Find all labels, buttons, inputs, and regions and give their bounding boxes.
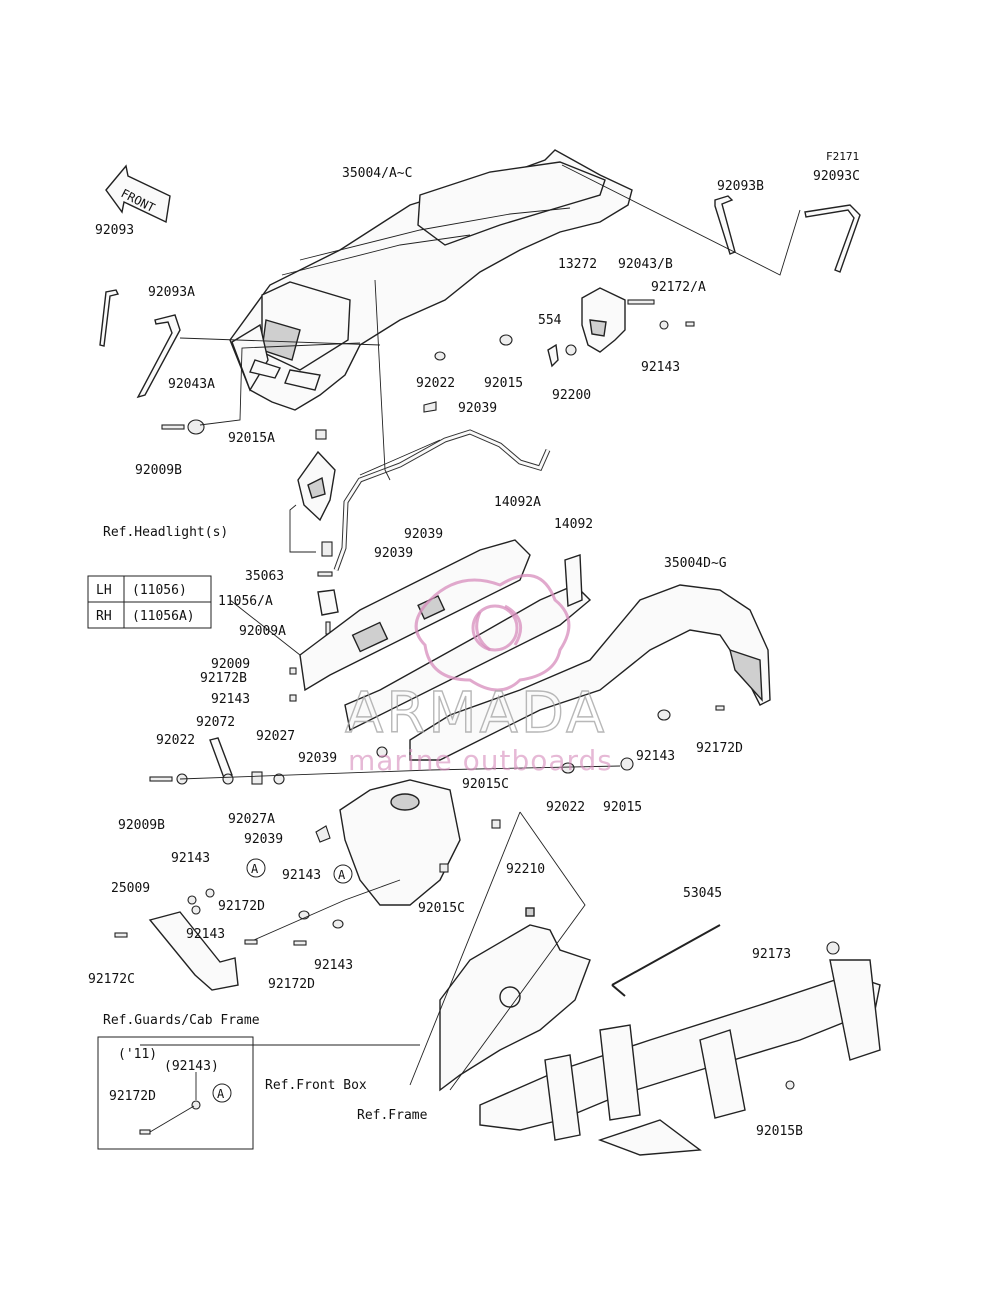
callout-label: 92200 (552, 388, 591, 403)
trim-strip-92093b (714, 195, 736, 255)
callout-label: 92009 (211, 657, 250, 672)
callout-label: Ref.Front Box (265, 1078, 367, 1093)
bracket-13272 (547, 287, 695, 368)
callout-label: 92143 (211, 692, 250, 707)
callout-label: Ref.Guards/Cab Frame (103, 1013, 260, 1028)
middle-hardware (149, 667, 725, 873)
callout-label: 92172D (109, 1089, 156, 1104)
front-hood-panel (229, 149, 633, 411)
callout-label: 92039 (404, 527, 443, 542)
callout-label: 92022 (156, 733, 195, 748)
watermark-tagline: marine outboards (348, 744, 613, 777)
callout-label: 92009A (239, 624, 286, 639)
callout-label: 35004D~G (664, 556, 727, 571)
inset-part-ref: (92143) (164, 1059, 219, 1074)
side-table: LH (11056) RH (11056A) (87, 575, 212, 629)
callout-label: 92015A (228, 431, 275, 446)
headlight-bracket (297, 450, 339, 635)
callout-label: 92172B (200, 671, 247, 686)
front-arrow-icon: FRONT (105, 164, 171, 224)
lower-side-panel (339, 779, 461, 906)
callout-label: 25009 (111, 881, 150, 896)
callout-label: 92093C (813, 169, 860, 184)
callout-label: Ref.Frame (357, 1108, 428, 1123)
callout-label: 92143 (641, 360, 680, 375)
callout-label: 14092A (494, 495, 541, 510)
front-box (439, 907, 591, 1092)
callout-label: Ref.Headlight(s) (103, 525, 228, 540)
trim-strip-92093 (99, 289, 120, 347)
callout-label: 92093B (717, 179, 764, 194)
callout-label: 92039 (244, 832, 283, 847)
callout-label: 92143 (282, 868, 321, 883)
watermark-brand: ARMADA (345, 681, 607, 746)
callout-label: 92172D (218, 899, 265, 914)
callout-label: 92043/B (618, 257, 673, 272)
callout-label: 92172D (268, 977, 315, 992)
inset-marker: A (217, 1087, 225, 1101)
callout-label: 92015B (756, 1124, 803, 1139)
callout-label: 92039 (298, 751, 337, 766)
frame-assembly (479, 924, 881, 1156)
figure-code: F2171 (826, 150, 859, 163)
fender-35004d (409, 584, 771, 761)
callout-label: 92093 (95, 223, 134, 238)
callout-label: 14092 (554, 517, 593, 532)
side-table-part: (11056) (132, 583, 187, 598)
inset-year: ('11) (118, 1047, 157, 1062)
inset-2011: ('11) (92143) A (97, 1036, 254, 1150)
guard-hardware (114, 888, 344, 991)
marker-label: A (251, 862, 259, 876)
callout-label: 92027 (256, 729, 295, 744)
callout-label: 92015 (484, 376, 523, 391)
callout-label: 92143 (636, 749, 675, 764)
callout-label: 92173 (752, 947, 791, 962)
callout-label: 35004/A~C (342, 166, 412, 181)
callout-label: 92009B (118, 818, 165, 833)
trim-strip-92093c (804, 204, 861, 273)
callout-label: 92143 (314, 958, 353, 973)
callout-label: 13272 (558, 257, 597, 272)
callout-label: 92022 (546, 800, 585, 815)
trim-strip-92093a (136, 314, 181, 399)
callout-label: 92039 (458, 401, 497, 416)
callout-label: 92143 (186, 927, 225, 942)
callout-label: 92039 (374, 546, 413, 561)
callout-label: 554 (538, 313, 562, 328)
callout-label: 35063 (245, 569, 284, 584)
side-panel-14092 (344, 554, 592, 732)
side-table-part: (11056A) (132, 609, 195, 624)
callout-label: 92210 (506, 862, 545, 877)
side-table-side: RH (96, 609, 112, 624)
support-bar-35063 (333, 429, 551, 571)
callout-label: 92022 (416, 376, 455, 391)
marker-label: A (338, 868, 346, 882)
callout-label: 53045 (683, 886, 722, 901)
callout-label: 92143 (171, 851, 210, 866)
callout-label: 92009B (135, 463, 182, 478)
callout-label: 92093A (148, 285, 195, 300)
reference-marker: A (333, 864, 353, 884)
callout-label: 92015 (603, 800, 642, 815)
leader-lines (140, 164, 801, 1091)
callout-label: 11056/A (218, 594, 273, 609)
callout-labels: 35004/A~C 92093B 92093C 92093 92093A 132… (88, 166, 860, 1139)
side-table-side: LH (96, 583, 112, 598)
callout-label: 92043A (168, 377, 215, 392)
watermark-logo: ARMADA marine outboards (344, 574, 613, 777)
callout-label: 92172/A (651, 280, 706, 295)
callout-label: 92172D (696, 741, 743, 756)
callout-label: 92072 (196, 715, 235, 730)
hood-hardware-left (161, 334, 513, 440)
callout-label: 92027A (228, 812, 275, 827)
callout-label: 92015C (418, 901, 465, 916)
callout-label: 92015C (462, 777, 509, 792)
side-panel-14092a (299, 539, 531, 692)
reference-marker: A (246, 858, 266, 878)
callout-label: 92172C (88, 972, 135, 987)
